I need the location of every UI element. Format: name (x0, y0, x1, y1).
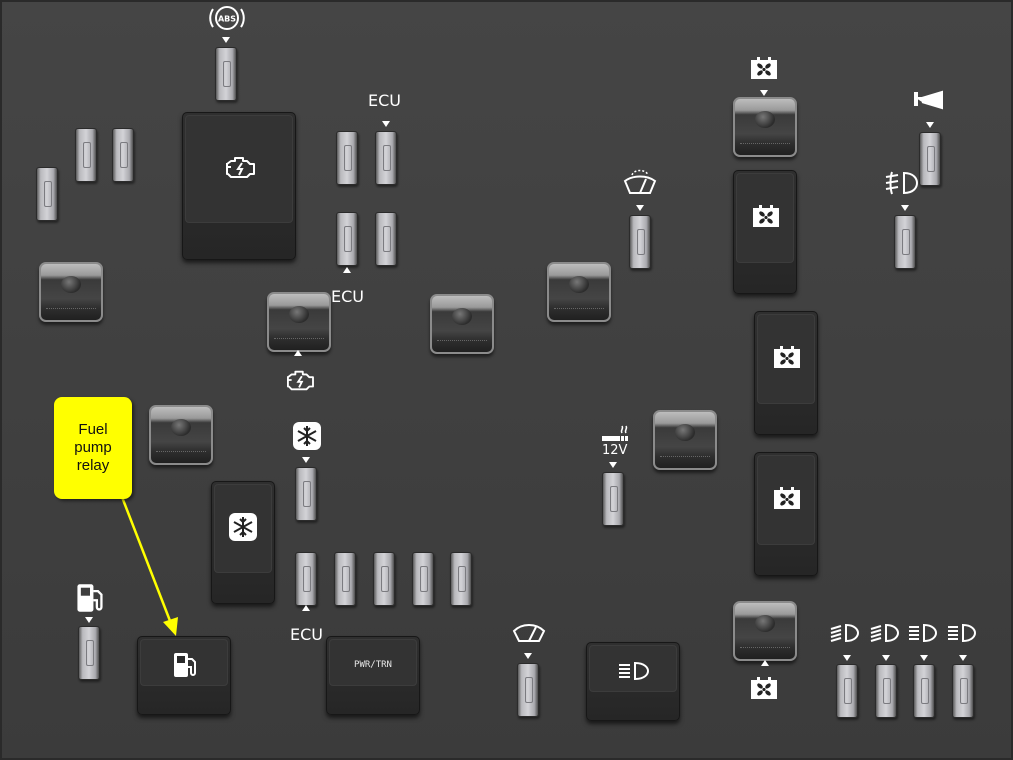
mini-fuse-fuel[interactable] (78, 626, 100, 680)
mini-fuse-washer[interactable] (517, 663, 539, 717)
label-ecu-bottom: ECU (290, 625, 323, 644)
pointer-triangle (222, 37, 230, 43)
headlight-relay[interactable] (586, 642, 680, 721)
pointer-triangle (636, 205, 644, 211)
mini-fuse-left-1[interactable] (75, 128, 97, 182)
fuel-pump-icon (77, 584, 103, 612)
pointer-triangle (843, 655, 851, 661)
washer-icon (623, 169, 657, 194)
label-ecu-top: ECU (368, 91, 401, 110)
mini-fuse-row-4[interactable] (412, 552, 434, 606)
mini-fuse-abs[interactable] (215, 47, 237, 101)
mini-fuse-row-5[interactable] (450, 552, 472, 606)
mini-fuse-fog[interactable] (894, 215, 916, 269)
mini-fuse-headlight-3[interactable] (913, 664, 935, 718)
fuel-pump-icon (174, 653, 196, 677)
pointer-triangle (85, 617, 93, 623)
mini-fuse-ecu-1[interactable] (336, 131, 358, 185)
cartridge-fuse-8[interactable] (733, 601, 797, 661)
pointer-triangle (882, 655, 890, 661)
cartridge-fuse-1[interactable] (39, 262, 103, 322)
abs-icon: ABS (209, 6, 245, 30)
cartridge-fuse-7[interactable] (653, 410, 717, 470)
pointer-triangle (920, 655, 928, 661)
mini-fuse-left-3[interactable] (36, 167, 58, 221)
mini-fuse-row-1[interactable] (295, 552, 317, 606)
fan-relay-2[interactable] (754, 311, 818, 435)
wiper-icon (512, 624, 546, 642)
pointer-triangle (761, 660, 769, 666)
pointer-triangle (302, 605, 310, 611)
ac-snowflake-icon (293, 422, 321, 450)
fuel-pump-relay-callout: Fuel pump relay (54, 397, 132, 499)
cartridge-fuse-5[interactable] (733, 97, 797, 157)
engine-icon (287, 370, 314, 391)
pointer-triangle (959, 655, 967, 661)
label-12v: 12V (602, 443, 628, 458)
mini-fuse-headlight-2[interactable] (875, 664, 897, 718)
engine-icon (226, 157, 255, 178)
pointer-triangle (343, 267, 351, 273)
pointer-triangle (294, 350, 302, 356)
pointer-triangle (901, 205, 909, 211)
mini-fuse-row-2[interactable] (334, 552, 356, 606)
mini-fuse-ecu-2[interactable] (375, 131, 397, 185)
mini-fuse-row-3[interactable] (373, 552, 395, 606)
mini-fuse-ecu-4[interactable] (375, 212, 397, 266)
cartridge-fuse-6[interactable] (149, 405, 213, 465)
mini-fuse-ecu-3[interactable] (336, 212, 358, 266)
pointer-triangle (524, 653, 532, 659)
ac-snowflake-icon (229, 513, 257, 541)
label-ecu-mid: ECU (331, 287, 364, 306)
mini-fuse-horn[interactable] (919, 132, 941, 186)
abs-label: ABS (218, 15, 236, 24)
mini-fuse-accessory[interactable] (602, 472, 624, 526)
mini-fuse-ac[interactable] (295, 467, 317, 521)
pointer-triangle (609, 462, 617, 468)
fan-relay-1[interactable] (733, 170, 797, 294)
mini-fuse-left-2[interactable] (112, 128, 134, 182)
horn-icon (914, 90, 943, 110)
headlight-icon (619, 661, 650, 681)
relay-label-pwr-trn: PWR/TRN (354, 660, 392, 670)
pointer-triangle (926, 122, 934, 128)
fog-light-icon (885, 171, 919, 195)
cigarette-lighter-icon (602, 425, 628, 441)
cartridge-fuse-4[interactable] (547, 262, 611, 322)
pointer-triangle (382, 121, 390, 127)
mini-fuse-headlight-4[interactable] (952, 664, 974, 718)
pointer-triangle (760, 90, 768, 96)
pointer-triangle (302, 457, 310, 463)
mini-fuse-headlight-1[interactable] (836, 664, 858, 718)
mini-fuse-wiper[interactable] (629, 215, 651, 269)
cartridge-fuse-3[interactable] (430, 294, 494, 354)
fan-relay-3[interactable] (754, 452, 818, 576)
engine-relay[interactable] (182, 112, 296, 260)
cartridge-fuse-2[interactable] (267, 292, 331, 352)
power-transmission-relay[interactable]: PWR/TRN (326, 636, 420, 715)
fuel-pump-relay[interactable] (137, 636, 231, 715)
ac-relay[interactable] (211, 481, 275, 604)
